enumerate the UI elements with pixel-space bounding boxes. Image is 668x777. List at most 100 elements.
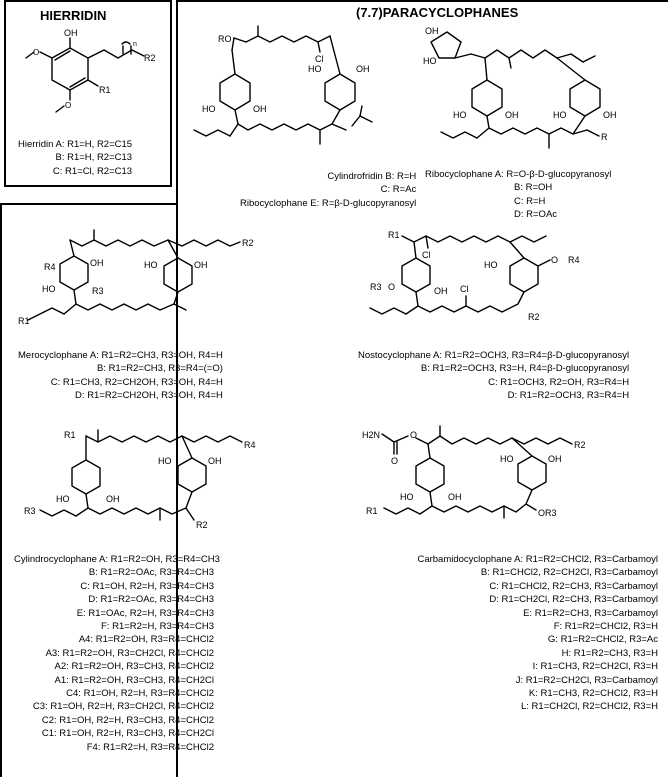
hierridin-structure: OH O O R1 R2 n <box>25 28 156 113</box>
ribocyclophane-atom-r: R <box>601 132 608 142</box>
ribocyclophane-atom-oh: OH <box>425 26 439 36</box>
variant-row: D: R=OAc <box>514 209 558 221</box>
main-frame <box>176 0 668 777</box>
merocyclophane-atom-r4: R4 <box>44 262 56 272</box>
carbamidocyclophane-atom-ho2: HO <box>500 454 514 464</box>
cylindrofridin-atom-cl: Cl <box>315 54 324 64</box>
variant-row: B: R1=R2=OCH3, R3=H, R4=β-D-glucopyranos… <box>420 363 630 375</box>
carbamidocyclophane-atom-o2: O <box>391 456 398 466</box>
cylindrocyclophane-atom-r3: R3 <box>24 506 36 516</box>
variant-row: Cylindrofridin B: R=H <box>327 171 417 182</box>
nostocyclophane-atom-r2: R2 <box>528 312 540 322</box>
variant-row: D: R1=R2=OAc, R3=R4=CH3 <box>88 594 214 606</box>
cylindrocyclophane-atom-r2: R2 <box>196 520 208 530</box>
carbamidocyclophane-atom-oh2: OH <box>548 454 562 464</box>
variant-row: C2: R1=OH, R2=H, R3=CH3, R4=CHCl2 <box>41 714 214 726</box>
merocyclophane-atom-r1: R1 <box>18 316 30 326</box>
variant-row: Cylindrocyclophane A: R1=R2=OH, R3=R4=CH… <box>14 554 220 565</box>
nostocyclophane-atom-r3o: R3 <box>370 282 382 292</box>
variant-row: J: R1=R2=CH2Cl, R3=Carbamoyl <box>515 674 658 686</box>
merocyclophane-atom-ho1: HO <box>42 284 56 294</box>
svg-text:O: O <box>65 101 71 110</box>
cylindrocyclophane-atom-oh1: OH <box>106 494 120 504</box>
variant-row: C3: R1=OH, R2=H, R3=CH2Cl, R4=CHCl2 <box>32 701 214 713</box>
carbamidocyclophane-atom-o: O <box>410 430 417 440</box>
cylindrocyclophane-legend: Cylindrocyclophane A: R1=R2=OH, R3=R4=CH… <box>14 553 220 754</box>
cylindrocyclophane-atom-oh2: OH <box>208 456 222 466</box>
ribocyclophane-legend: Ribocyclophane A: R=O-β-D-glucopyranosyl… <box>425 168 611 222</box>
cylindrocyclophane-atom-r1: R1 <box>64 430 76 440</box>
cylindrofridin-structure: RO Cl HO OH HO OH <box>193 25 373 145</box>
variant-row: C: R=H <box>514 195 546 207</box>
variant-row: C4: R1=OH, R2=H, R3=R4=CHCl2 <box>66 688 214 700</box>
merocyclophane-atom-oh1: OH <box>90 258 104 268</box>
variant-row: D: R1=R2=OCH3, R3=R4=H <box>507 390 630 402</box>
variant-row: C1: R1=OH, R2=H, R3=CH3, R4=CH2Cl <box>41 728 214 740</box>
cylindrofridin-atom-oh2: OH <box>356 64 370 74</box>
merocyclophane-atom-r2: R2 <box>242 238 254 248</box>
variant-row: L: R1=CH2Cl, R2=CHCl2, R3=H <box>520 701 658 713</box>
nostocyclophane-atom-cl2: Cl <box>460 284 469 294</box>
variant-row: F: R1=R2=H, R3=R4=CH3 <box>100 621 214 633</box>
variant-row: Nostocyclophane A: R1=R2=OCH3, R3=R4=β-D… <box>358 350 630 361</box>
hierridin-title: HIERRIDIN <box>40 8 107 23</box>
merocyclophane-atom-r3: R3 <box>92 286 104 296</box>
nostocyclophane-atom-r1: R1 <box>388 230 400 240</box>
cylindrofridin-atom-ho1: HO <box>202 104 216 114</box>
carbamidocyclophane-atom-r2: R2 <box>574 440 586 450</box>
variant-row: C: R1=CHCl2, R2=CH3, R3=Carbamoyl <box>489 580 658 592</box>
nostocyclophane-atom-r4o: O <box>551 255 558 265</box>
variant-row: Merocyclophane A: R1=R2=CH3, R3=OH, R4=H <box>18 350 223 361</box>
carbamidocyclophane-atom-or3: OR3 <box>538 508 557 518</box>
carbamidocyclophane-structure: H2N O O R1 R2 OR3 HO OH HO OH <box>362 425 586 519</box>
nostocyclophane-atom-o1: O <box>388 282 395 292</box>
merocyclophane-atom-ho2: HO <box>144 260 158 270</box>
nostocyclophane-legend: Nostocyclophane A: R1=R2=OCH3, R3=R4=β-D… <box>358 349 629 403</box>
variant-row: B: R=OH <box>514 182 553 194</box>
ribocyclophane-atom-ho2: HO <box>553 110 567 120</box>
hierridin-frame <box>4 0 172 187</box>
variant-row: I: R1=CH3, R2=CH2Cl, R3=H <box>532 661 658 673</box>
nostocyclophane-atom-cl1: Cl <box>422 250 431 260</box>
variant-row: H: R1=R2=CH3, R3=H <box>561 647 658 659</box>
variant-row: Carbamidocyclophane A: R1=R2=CHCl2, R3=C… <box>417 554 658 565</box>
variant-row: A4: R1=R2=OH, R3=R4=CHCl2 <box>78 634 214 646</box>
cylindrocyclophane-structure: R1 R4 R3 R2 HO OH HO OH <box>24 429 256 530</box>
cylindrocyclophane-atom-ho2: HO <box>158 456 172 466</box>
merocyclophane-atom-oh2: OH <box>194 260 208 270</box>
cylindrofridin-atom-ro: RO <box>218 34 232 44</box>
variant-row: A2: R1=R2=OH, R3=CH3, R4=CHCl2 <box>54 661 214 673</box>
cylindrofridin-legend: Cylindrofridin B: R=H C: R=Ac Ribocyclop… <box>240 170 416 210</box>
variant-row: B: R1=H, R2=C13 <box>55 152 133 164</box>
paracyclophanes-title: (7.7)PARACYCLOPHANES <box>356 5 519 20</box>
carbamidocyclophane-legend: Carbamidocyclophane A: R1=R2=CHCl2, R3=C… <box>366 553 658 714</box>
carbamidocyclophane-atom-oh1: OH <box>448 492 462 502</box>
carbamidocyclophane-atom-ho1: HO <box>400 492 414 502</box>
variant-row: B: R1=R2=CH3, R3=R4=(=O) <box>96 363 223 375</box>
cylindrocyclophane-atom-ho1: HO <box>56 494 70 504</box>
ribocyclophane-atom-oh2: OH <box>603 110 617 120</box>
carbamidocyclophane-atom-h2n: H2N <box>362 430 380 440</box>
carbamidocyclophane-atom-r1: R1 <box>366 506 378 516</box>
variant-row: F: R1=R2=CHCl2, R3=H <box>553 621 658 633</box>
variant-row: C: R1=OH, R2=H, R3=R4=CH3 <box>80 580 214 592</box>
variant-row: B: R1=R2=OAc, R3=R4=CH3 <box>88 567 214 579</box>
hierridin-atom-r2: R2 <box>144 53 156 63</box>
variant-row: C: R1=Cl, R2=C13 <box>52 165 133 177</box>
ribocyclophane-atom-ho: HO <box>423 56 437 66</box>
merocyclophane-legend: Merocyclophane A: R1=R2=CH3, R3=OH, R4=H… <box>18 349 223 403</box>
variant-row: B: R1=CHCl2, R2=CH2Cl, R3=Carbamoyl <box>480 567 658 579</box>
variant-row: C: R=Ac <box>380 184 417 196</box>
ribocyclophane-atom-ho1: HO <box>453 110 467 120</box>
variant-row: A1: R1=R2=OH, R3=CH3, R4=CH2Cl <box>54 674 214 686</box>
variant-row: C: R1=OCH3, R2=OH, R3=R4=H <box>488 376 630 388</box>
ribocyclophane-structure: OH HO R HO OH HO OH <box>423 26 617 149</box>
cylindrocyclophane-atom-r4: R4 <box>244 440 256 450</box>
nostocyclophane-atom-ho: HO <box>484 260 498 270</box>
nostocyclophane-atom-r4: R4 <box>568 255 580 265</box>
nostocyclophane-structure: R1 Cl R3 O OH HO O R4 Cl R2 <box>369 230 580 322</box>
variant-row: D: R1=R2=CH2OH, R3=OH, R4=H <box>75 390 223 402</box>
variant-row: F4: R1=R2=H, R3=R4=CHCl2 <box>86 741 214 753</box>
merocyclophane-structure: R4 R3 R1 R2 HO OH HO OH <box>18 229 254 326</box>
hierridin-atom-n: n <box>133 41 137 48</box>
